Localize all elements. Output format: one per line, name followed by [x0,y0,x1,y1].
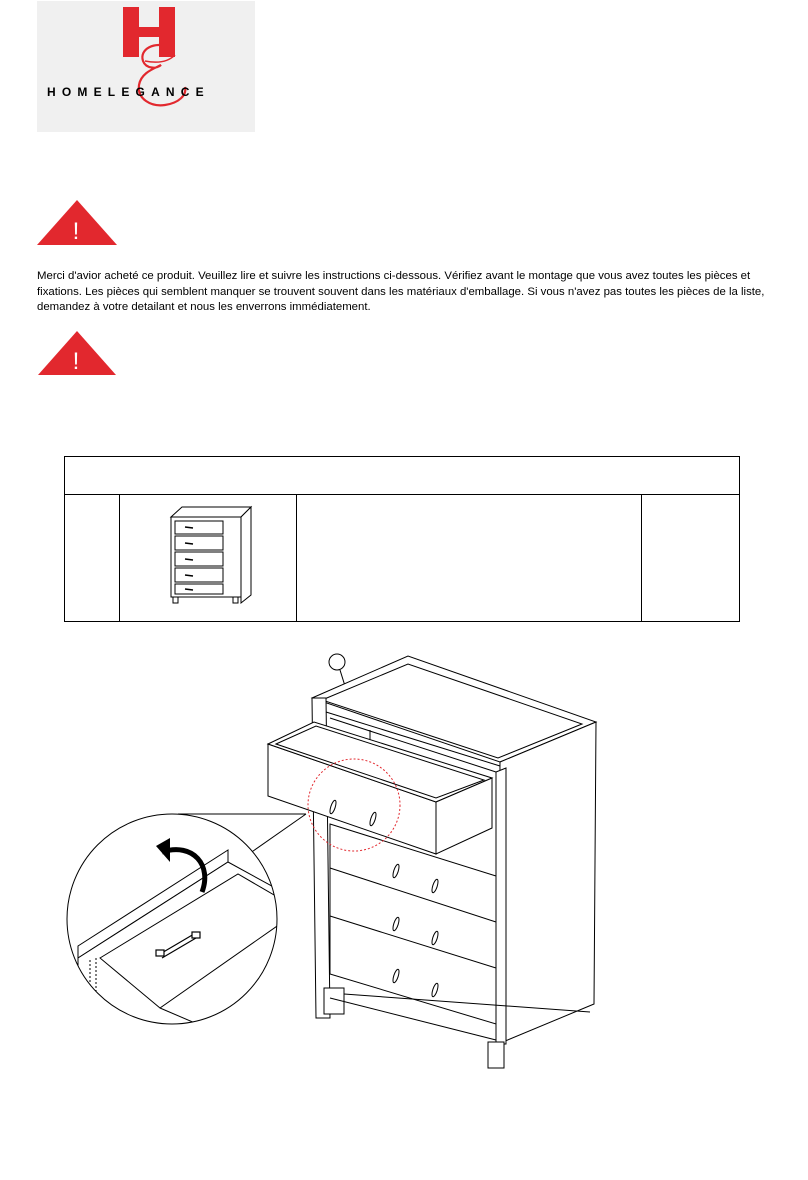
drawer-handle [329,799,337,815]
part-number-cell [65,495,120,621]
warning-triangle-icon: ! [37,200,117,245]
drawer-handle [392,968,400,984]
parts-table [64,456,740,622]
warning-symbol: ! [73,348,80,375]
part-image-cell [119,495,297,621]
homelegance-monogram [123,7,187,107]
drawer-handle [431,878,439,894]
part-quantity-cell [641,495,739,621]
drawer-front-4 [329,915,497,1025]
drawer-handle [369,811,377,827]
warning-triangle-icon: ! [38,331,116,375]
intro-paragraph: Merci d'avior acheté ce produit. Veuille… [37,270,765,313]
drawer-handle [392,863,400,879]
chest-of-drawers-thumbnail [169,505,253,605]
parts-table-header [65,457,739,495]
brand-name: HOMELEGANCE [47,85,210,99]
zoom-detail [67,814,277,1024]
drawer-handle-assembly-diagram [66,653,598,1069]
drawer-handle [431,930,439,946]
drawer-handle [392,916,400,932]
warning-symbol: ! [73,218,80,245]
brand-logo: HOMELEGANCE [37,1,255,132]
drawer-handle [155,931,201,959]
part-description-cell [296,495,642,621]
callout-circle [328,653,346,671]
rotate-arrow-icon [161,847,208,893]
detail-highlight-circle [307,758,401,852]
drawer-handle [431,982,439,998]
